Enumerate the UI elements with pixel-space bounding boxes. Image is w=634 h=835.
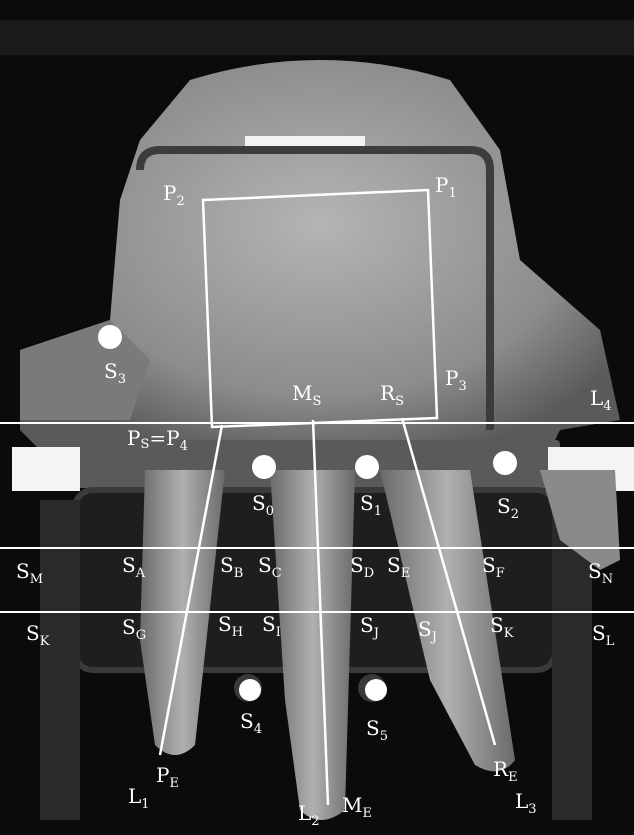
left-clip: [12, 447, 80, 491]
marker-S3: [98, 325, 122, 349]
marker-S2: [493, 451, 517, 475]
marker-S5: [365, 679, 387, 701]
top-rail: [0, 20, 634, 55]
svg-text:PS=P4: PS=P4: [127, 426, 188, 454]
marker-S1: [355, 455, 379, 479]
marker-S4: [239, 679, 261, 701]
marker-S0: [252, 455, 276, 479]
label-PS-P4: PS=P4: [127, 426, 188, 454]
